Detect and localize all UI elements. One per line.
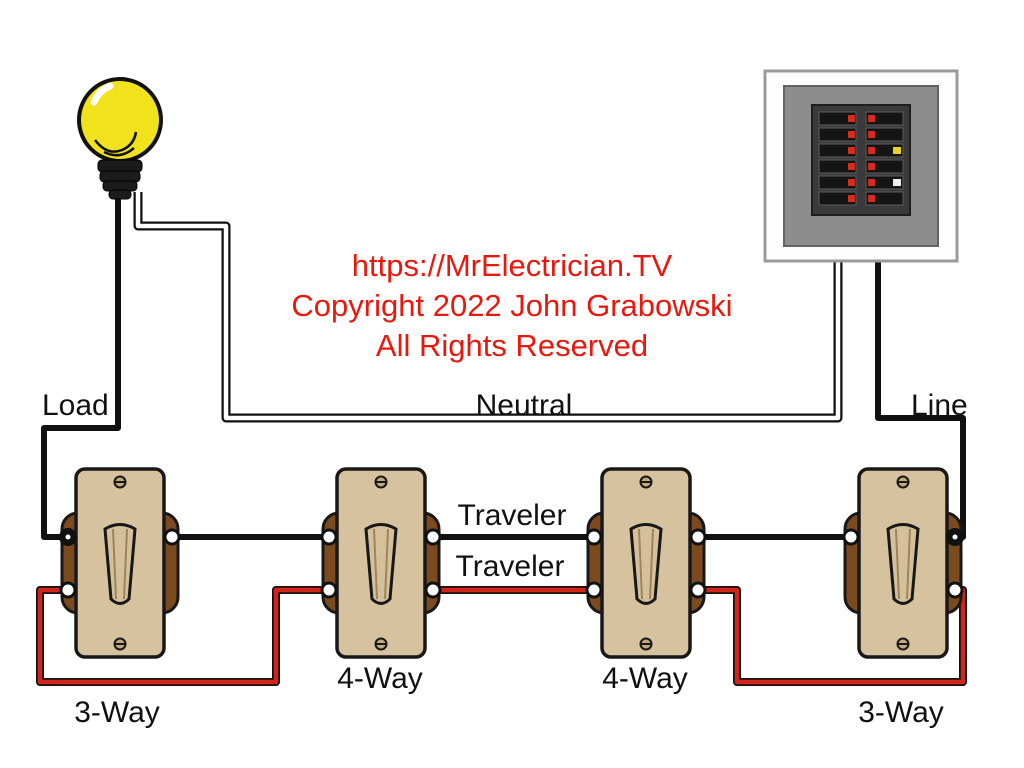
watermark-url: https://MrElectrician.TV bbox=[351, 248, 673, 283]
watermark-copyright: Copyright 2022 John Grabowski bbox=[291, 288, 733, 323]
switch-4way-2 bbox=[586, 467, 706, 659]
electrical-panel bbox=[763, 69, 959, 263]
neutral-wire bbox=[133, 192, 843, 423]
watermark: https://MrElectrician.TV Copyright 2022 … bbox=[0, 246, 1024, 366]
switch-3way-1 bbox=[60, 467, 180, 659]
traveler-bottom-label: Traveler bbox=[455, 550, 565, 583]
switch-label-3way-1: 3-Way bbox=[74, 696, 160, 729]
traveler-top-label: Traveler bbox=[457, 499, 567, 532]
traveler-wire-bottom bbox=[36, 586, 967, 686]
switch-label-4way-1: 4-Way bbox=[337, 662, 423, 695]
switch-terminals bbox=[59, 528, 964, 599]
switch-label-3way-2: 3-Way bbox=[858, 696, 944, 729]
switch-3way-2 bbox=[843, 467, 963, 659]
breaker-column-right bbox=[865, 111, 904, 206]
load-label: Load bbox=[42, 389, 109, 422]
line-label: Line bbox=[911, 389, 968, 422]
switch-4way-1 bbox=[321, 467, 441, 659]
switch-label-4way-2: 4-Way bbox=[602, 662, 688, 695]
watermark-rights: All Rights Reserved bbox=[375, 328, 649, 363]
breaker-column-left bbox=[818, 111, 857, 206]
neutral-label: Neutral bbox=[475, 389, 573, 422]
light-bulb bbox=[77, 77, 163, 200]
